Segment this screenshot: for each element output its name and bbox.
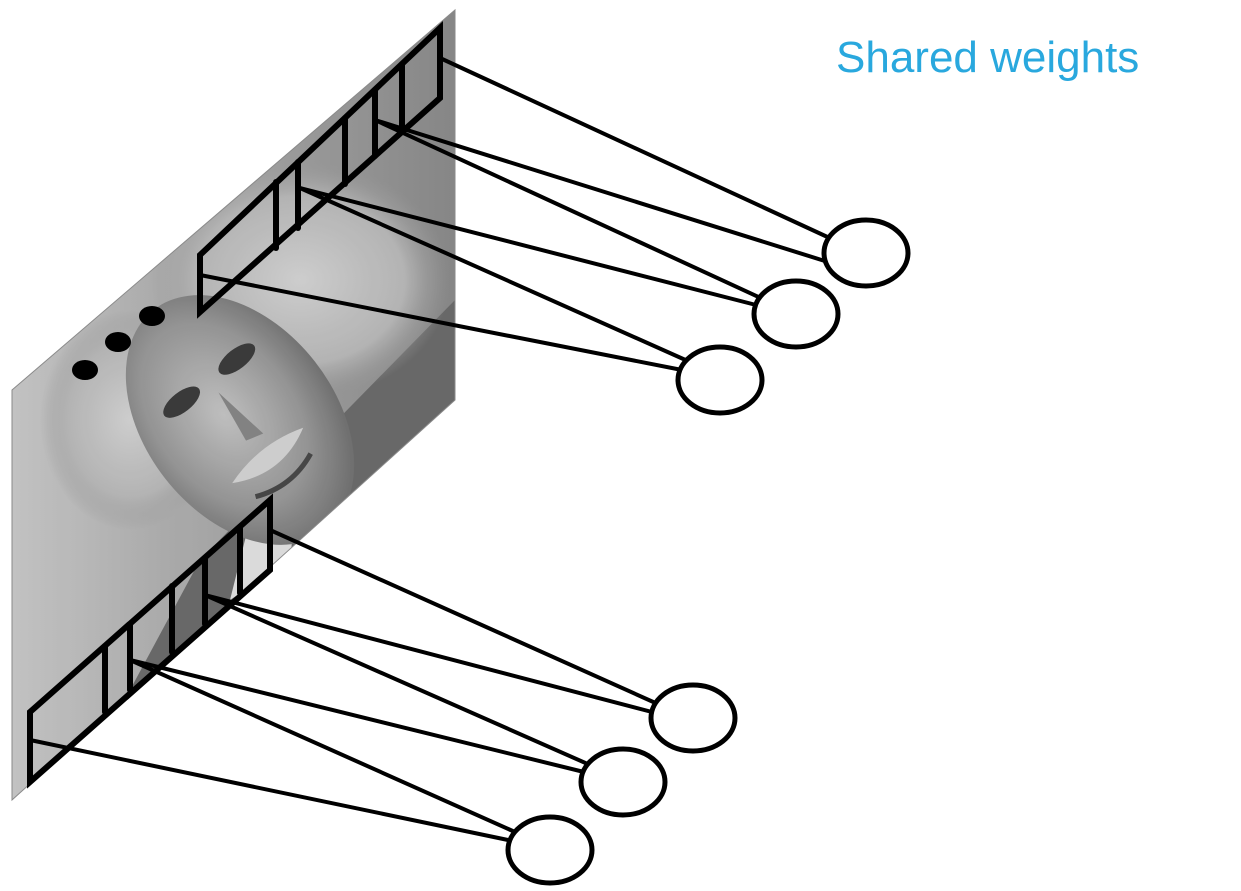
ellipsis-dot <box>72 360 98 380</box>
ellipsis-dots <box>72 306 165 380</box>
output-unit-circle <box>751 278 841 350</box>
connection-line <box>268 528 662 707</box>
ellipsis-dot <box>139 306 165 326</box>
connection-line <box>438 56 836 242</box>
output-unit-circle <box>675 344 765 416</box>
connection-line <box>198 273 684 372</box>
connection-line <box>203 593 654 714</box>
connection-line <box>28 738 510 842</box>
connection-line <box>203 593 592 767</box>
ellipsis-dot <box>105 332 131 352</box>
plane-edge <box>11 8 456 802</box>
output-unit-circle <box>821 217 911 289</box>
connection-line <box>128 658 517 834</box>
bottom-group <box>27 493 738 886</box>
connection-line <box>298 186 692 364</box>
top-group <box>197 21 911 416</box>
connection-line <box>128 658 586 774</box>
connection-line <box>373 118 767 302</box>
receptive-field-box-top <box>197 21 443 319</box>
diagram-title: Shared weights <box>836 33 1140 82</box>
connection-line <box>298 186 762 308</box>
output-unit-circle <box>648 682 738 754</box>
receptive-field-box-bottom <box>27 493 273 789</box>
connection-line <box>373 118 830 264</box>
output-unit-circle <box>578 746 668 818</box>
output-unit-circle <box>505 814 595 886</box>
